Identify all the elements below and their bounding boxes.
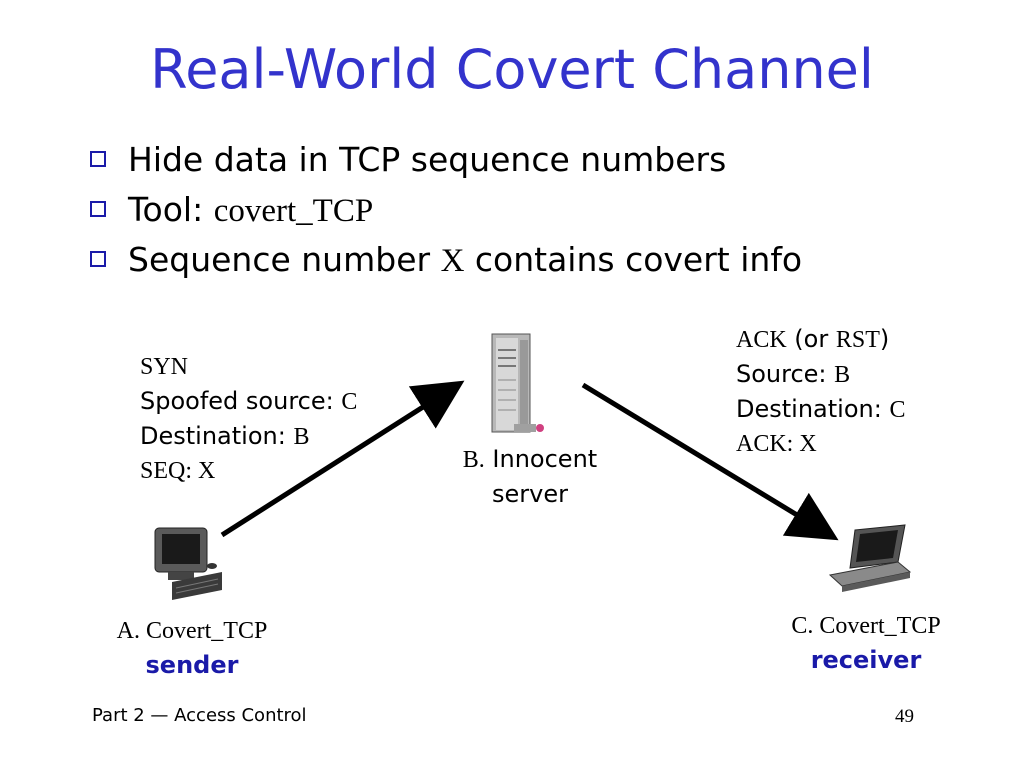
bullet-2-tool: covert_TCP <box>213 193 374 229</box>
bullet-2: Tool: covert_TCP <box>90 190 373 230</box>
ack-line-destination: Destination: C <box>736 392 905 427</box>
receiver-label-line1: C. Covert_TCP <box>791 613 941 639</box>
syn-destination-label: Destination: <box>140 422 294 450</box>
arrow-server-to-receiver <box>581 382 839 541</box>
ack-line-type: ACK (or RST) <box>736 322 905 357</box>
syn-source-label: Spoofed source: <box>140 387 342 415</box>
ack-type-rst: RST <box>835 327 880 353</box>
ack-type-or: (or <box>786 325 836 353</box>
syn-source-value: C <box>341 389 358 415</box>
bullet-box-icon <box>90 250 106 267</box>
server-label-line2: server <box>492 480 568 508</box>
desktop-computer-icon <box>154 527 222 600</box>
syn-line-type: SYN <box>140 354 189 380</box>
syn-packet-label: SYN Spoofed source: C Destination: B SEQ… <box>140 350 357 488</box>
bullet-3-post: contains covert info <box>464 240 803 279</box>
bullet-2-label: Tool: <box>128 190 214 229</box>
server-label-line1: B. Innocent <box>430 442 630 477</box>
ack-type-close: ) <box>879 325 890 353</box>
server-label: B. Innocent server <box>430 442 630 511</box>
arrow-sender-to-server <box>220 380 465 538</box>
ack-destination-value: C <box>889 397 906 423</box>
syn-destination-value: B <box>293 424 310 450</box>
bullet-1-text: Hide data in TCP sequence numbers <box>128 140 727 179</box>
ack-destination-label: Destination: <box>736 395 890 423</box>
ack-source-label: Source: <box>736 360 835 388</box>
server-label-prefix: B. <box>462 447 485 473</box>
bullet-box-icon <box>90 150 106 167</box>
syn-line-destination: Destination: B <box>140 419 357 454</box>
ack-line-source: Source: B <box>736 357 905 392</box>
receiver-label-role: receiver <box>810 646 922 674</box>
ack-packet-label: ACK (or RST) Source: B Destination: C AC… <box>736 322 905 461</box>
bullet-3-var: X <box>440 243 465 279</box>
laptop-icon <box>828 524 912 592</box>
bullet-1: Hide data in TCP sequence numbers <box>90 140 726 179</box>
server-label-name: Innocent <box>484 445 598 473</box>
syn-line-seq: SEQ: X <box>140 458 216 484</box>
bullet-box-icon <box>90 200 106 217</box>
bullet-3-pre: Sequence number <box>128 240 441 279</box>
page-number: 49 <box>895 706 914 727</box>
sender-label-line1: A. Covert_TCP <box>116 618 268 644</box>
sender-label-role: sender <box>145 651 239 679</box>
slide-title: Real-World Covert Channel <box>150 38 874 101</box>
syn-line-source: Spoofed source: C <box>140 384 357 419</box>
ack-type-ack: ACK <box>736 327 787 353</box>
bullet-3: Sequence number X contains covert info <box>90 240 802 280</box>
ack-line-ack: ACK: X <box>736 431 817 457</box>
receiver-label: C. Covert_TCP receiver <box>766 609 966 677</box>
ack-source-value: B <box>834 362 851 388</box>
sender-label: A. Covert_TCP sender <box>92 614 292 682</box>
footer-section: Part 2 — Access Control <box>92 705 307 726</box>
server-icon <box>491 333 544 433</box>
